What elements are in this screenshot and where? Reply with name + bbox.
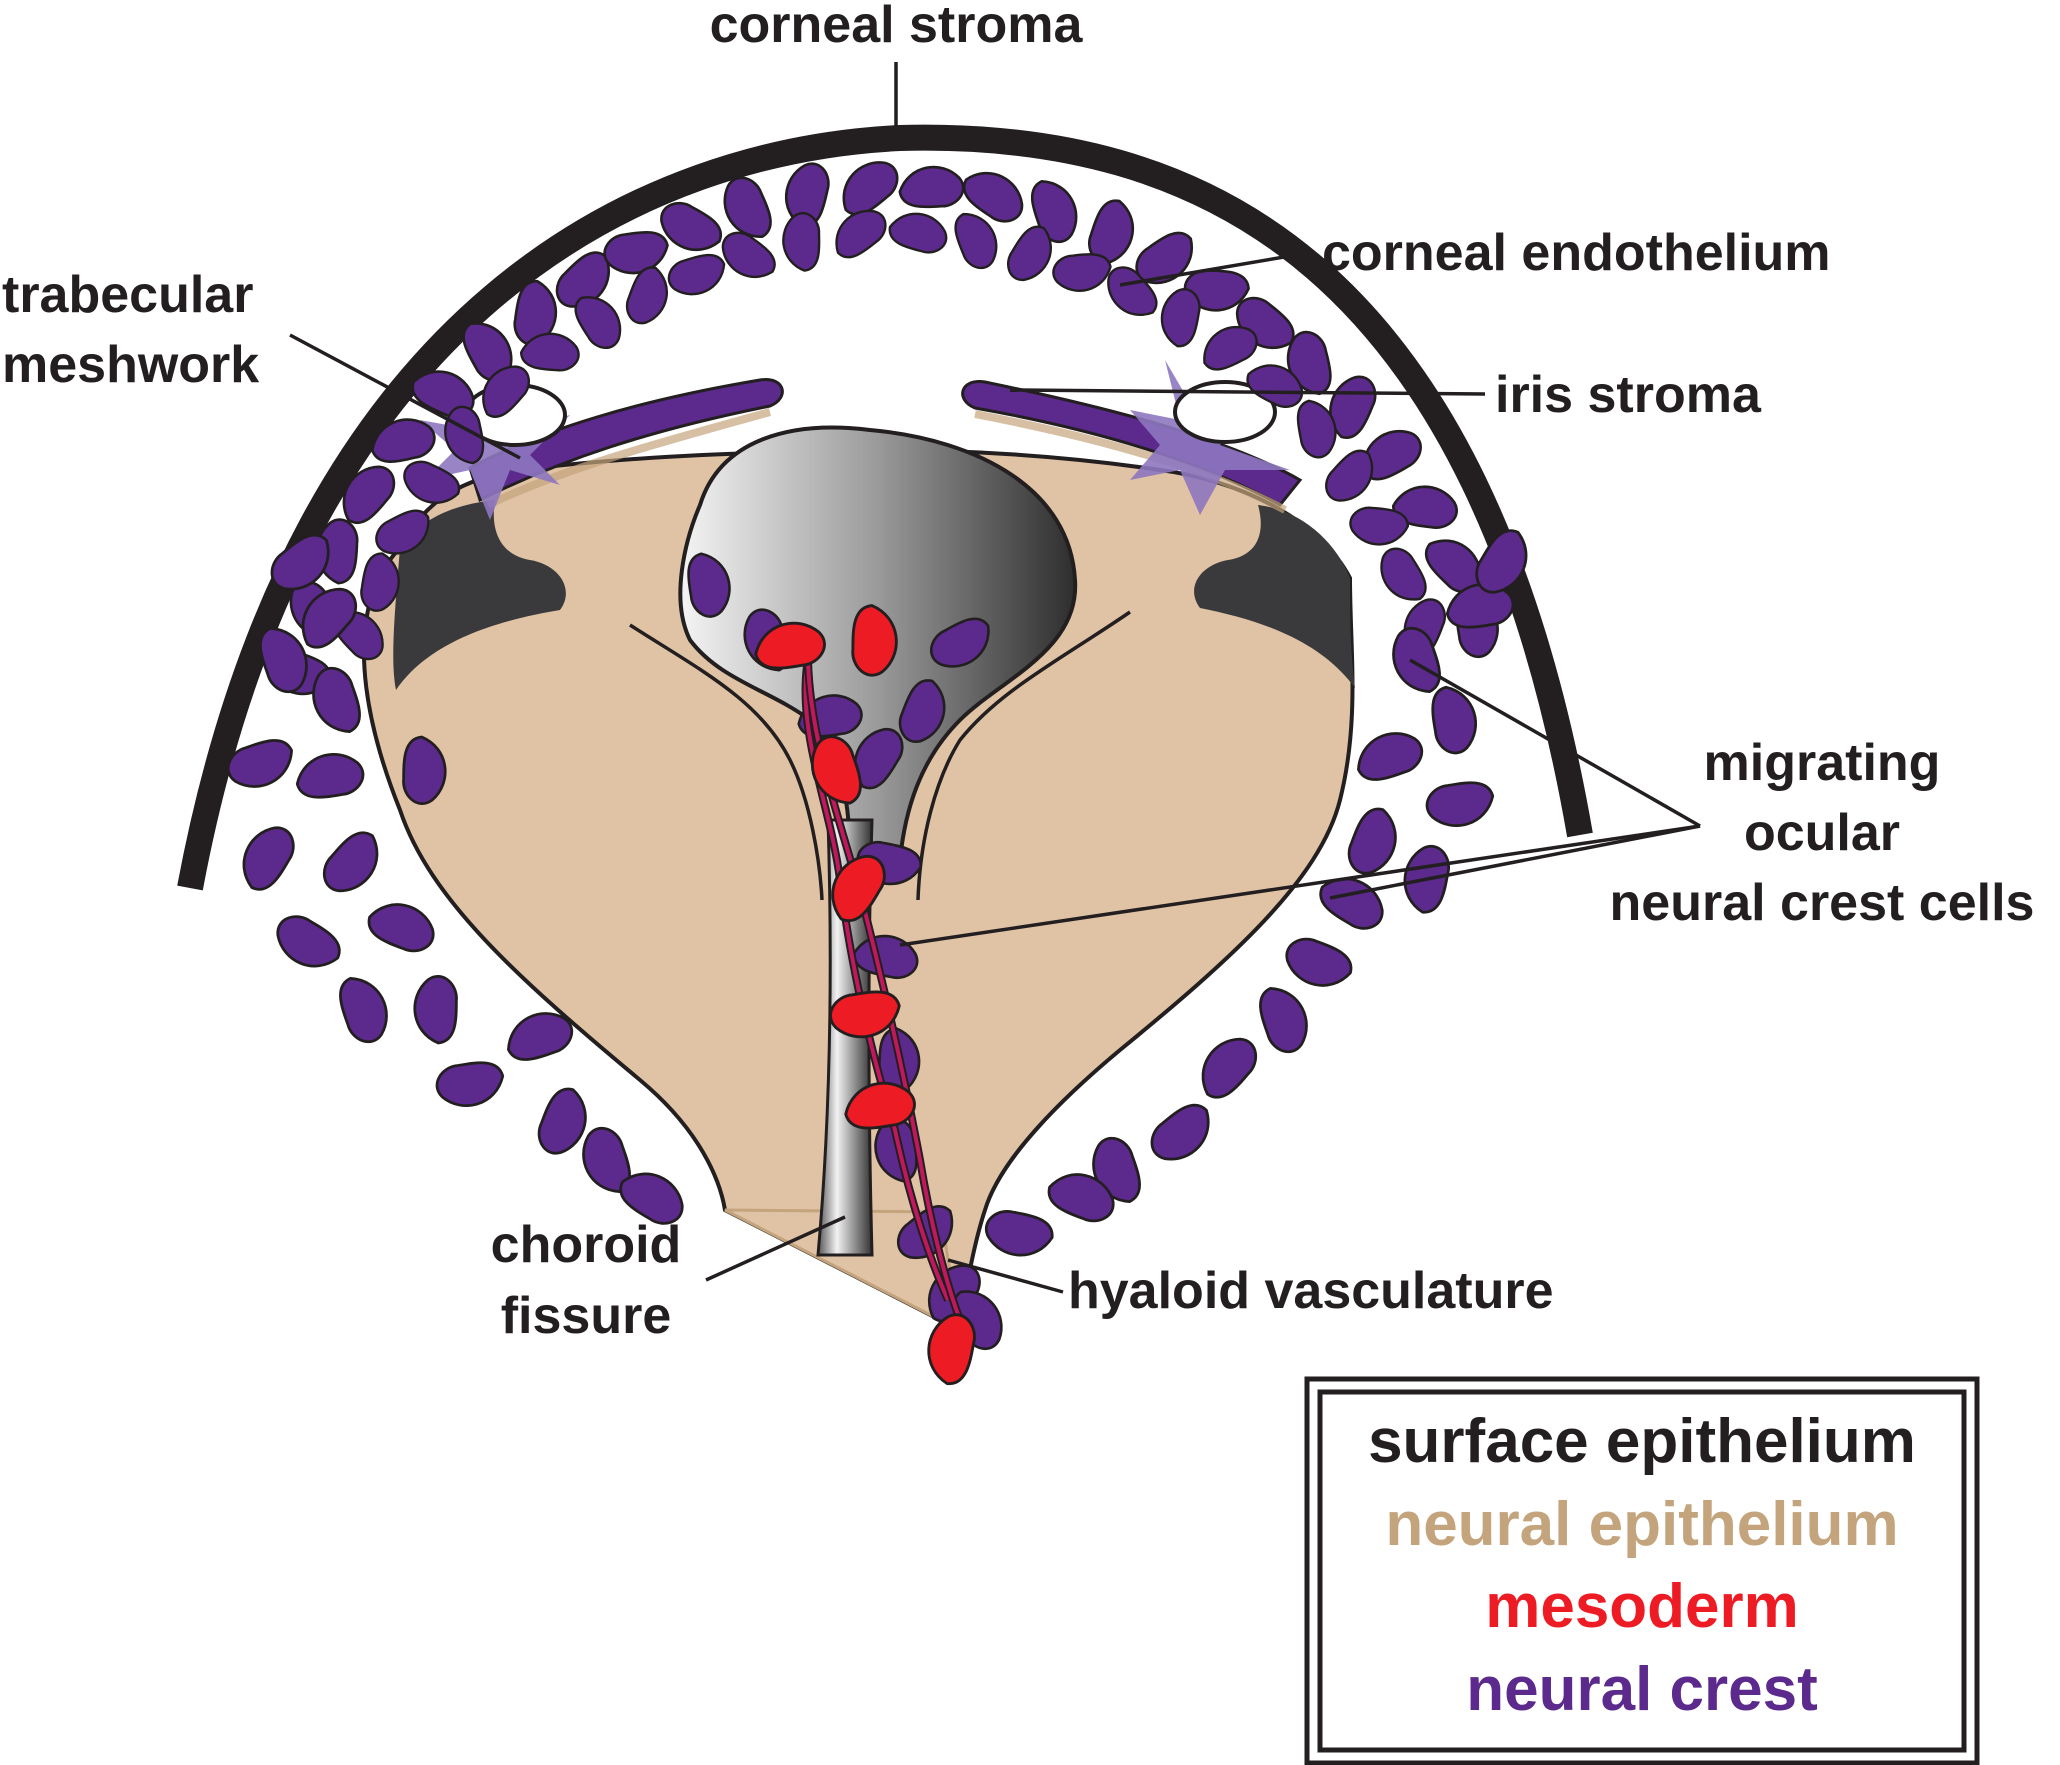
crest-cell-62 bbox=[362, 889, 441, 969]
legend-mesoderm: mesoderm bbox=[1485, 1572, 1799, 1641]
crest-cell-17 bbox=[570, 294, 625, 351]
leader-trabecular bbox=[289, 333, 521, 460]
crest-cell-79 bbox=[1279, 921, 1358, 1001]
crest-cell-27 bbox=[835, 209, 887, 260]
legend-neural-epithelium: neural epithelium bbox=[1385, 1490, 1898, 1559]
surface-epithelium bbox=[177, 124, 1593, 891]
crest-cell-82 bbox=[1150, 1103, 1210, 1161]
label-choroid-2: fissure bbox=[501, 1287, 672, 1345]
crest-cell-73 bbox=[1413, 681, 1491, 761]
label-choroid-1: choroid bbox=[491, 1216, 682, 1274]
leader-hyaloid bbox=[947, 1258, 1064, 1294]
leader-migrating-2 bbox=[899, 824, 1701, 947]
leader-migrating-1 bbox=[1409, 658, 1701, 828]
leader-iris-stroma bbox=[1009, 388, 1486, 396]
crest-cell-76 bbox=[1331, 802, 1411, 881]
label-migrating-1: migrating bbox=[1704, 734, 1941, 792]
crest-cell-22 bbox=[715, 173, 782, 241]
legend-inner-frame bbox=[1317, 1389, 1967, 1753]
trabecular-ring-right bbox=[1173, 380, 1277, 444]
label-corneal-stroma: corneal stroma bbox=[710, 0, 1084, 54]
crest-cell-59 bbox=[232, 821, 307, 895]
pigment-right bbox=[1194, 505, 1355, 688]
crest-cell-47 bbox=[1320, 447, 1378, 504]
crest-cell-61 bbox=[271, 903, 345, 978]
crest-cell-63 bbox=[325, 973, 399, 1048]
label-hyaloid: hyaloid vasculature bbox=[1068, 1262, 1554, 1320]
crest-cell-81 bbox=[1195, 1035, 1264, 1101]
crest-cell-60 bbox=[316, 829, 385, 895]
crest-cell-41 bbox=[1200, 319, 1261, 378]
crest-cell-51 bbox=[1376, 545, 1432, 603]
crest-cell-26 bbox=[841, 160, 900, 216]
crest-cell-57 bbox=[291, 739, 371, 817]
legend: surface epithelium neural epithelium mes… bbox=[1304, 1376, 1980, 1765]
label-corneal-endothelium: corneal endothelium bbox=[1322, 224, 1831, 282]
legend-surface-epithelium: surface epithelium bbox=[1368, 1407, 1916, 1476]
crest-cell-64 bbox=[398, 968, 479, 1050]
crest-cell-29 bbox=[884, 199, 953, 269]
crest-cell-74 bbox=[1353, 721, 1428, 795]
crest-cell-72 bbox=[1381, 622, 1455, 697]
pigment-left bbox=[393, 500, 566, 690]
leader-corneal-endothelium bbox=[1119, 254, 1291, 287]
legend-outer-frame bbox=[1304, 1376, 1980, 1765]
crest-cell-25 bbox=[769, 206, 839, 276]
crest-cell-21 bbox=[663, 241, 729, 306]
crest-cell-65 bbox=[429, 1043, 509, 1121]
crest-cell-75 bbox=[1419, 763, 1499, 841]
legend-neural-crest: neural crest bbox=[1466, 1655, 1818, 1724]
label-iris-stroma: iris stroma bbox=[1495, 366, 1762, 424]
label-trabecular-1: trabecular bbox=[2, 266, 253, 324]
label-migrating-3: neural crest cells bbox=[1610, 874, 2035, 932]
crest-cell-80 bbox=[1245, 983, 1319, 1058]
crest-cell-85 bbox=[978, 1191, 1059, 1272]
label-trabecular-2: meshwork bbox=[2, 336, 259, 394]
iris-stroma-left bbox=[468, 378, 784, 503]
leader-migrating-3 bbox=[1329, 824, 1701, 900]
leader-choroid bbox=[705, 1215, 846, 1282]
label-migrating-2: ocular bbox=[1744, 804, 1900, 862]
crest-cell-70 bbox=[270, 533, 330, 591]
